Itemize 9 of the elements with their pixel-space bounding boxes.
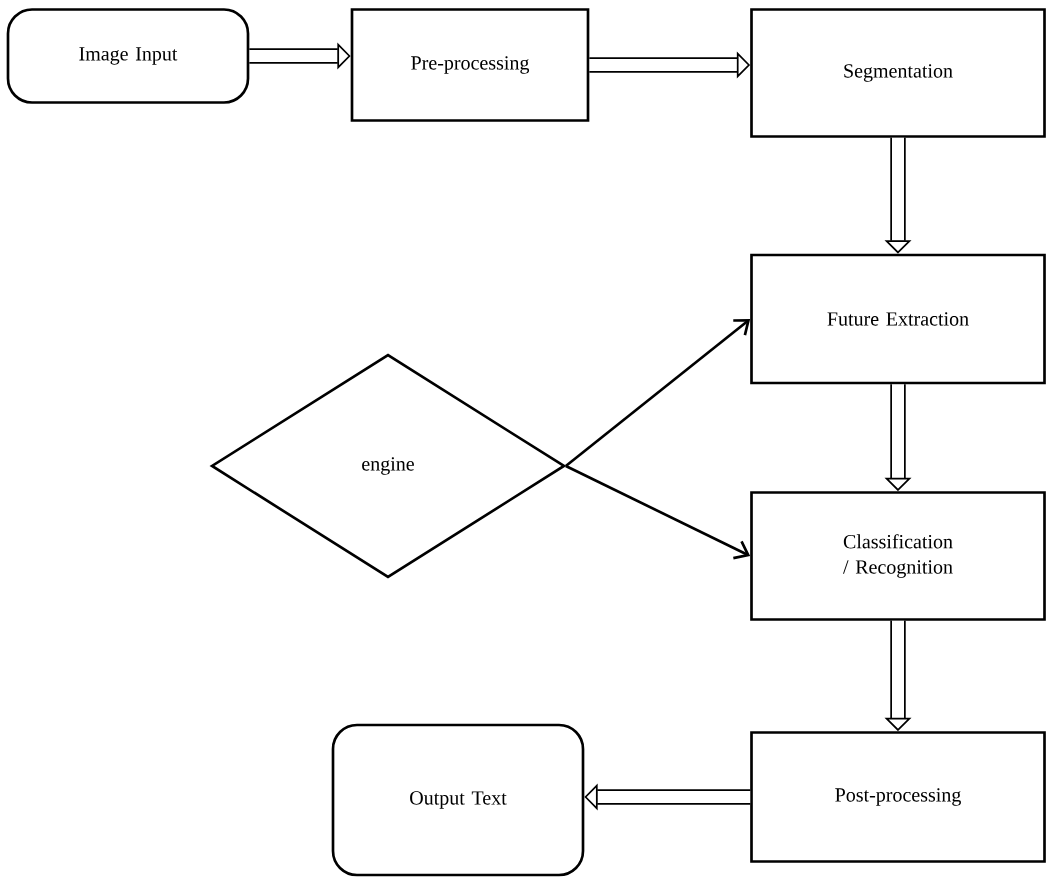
end-box: Output Text xyxy=(331,723,585,877)
process-box: Pre-processing xyxy=(350,8,590,122)
process-box: Future Extraction xyxy=(750,253,1046,385)
process-box: Post-processing xyxy=(750,731,1046,863)
arrow xyxy=(565,464,751,560)
start-box: Image Input xyxy=(6,8,250,104)
process-box: Classification / Recognition xyxy=(750,491,1046,621)
arrow xyxy=(565,319,751,468)
process-box: Segmentation xyxy=(750,8,1046,138)
